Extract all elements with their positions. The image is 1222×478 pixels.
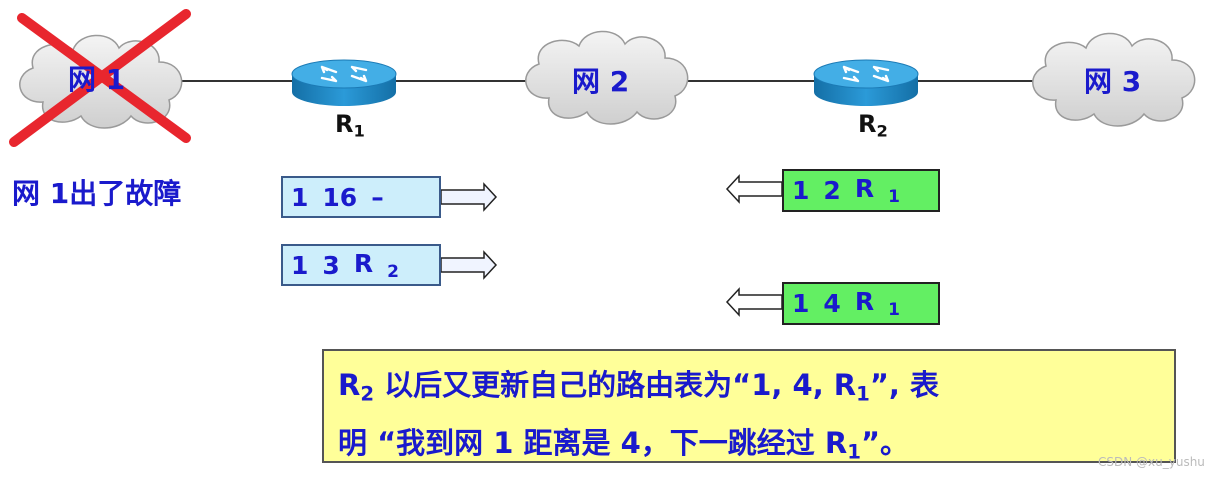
- router-r1-icon: [290, 58, 398, 108]
- left-arrow-icon: [725, 174, 783, 204]
- right-arrow-icon: [440, 250, 498, 280]
- note-line-2: 明 “我到网 1 距离是 4，下一跳经过 R1”。: [338, 425, 910, 464]
- fault-x-mark: [9, 9, 191, 147]
- note-line-1: R2 以后又更新自己的路由表为“1, 4, R1”, 表: [338, 368, 940, 406]
- network-1-label: 网 1: [68, 63, 126, 96]
- explanation-note: R2 以后又更新自己的路由表为“1, 4, R1”, 表 明 “我到网 1 距离…: [322, 349, 1176, 463]
- left-arrow-icon: [725, 287, 783, 317]
- fault-label: 网 1出了故障: [12, 177, 182, 210]
- network-2-label: 网 2: [572, 65, 630, 98]
- router-r1-label: R1: [335, 110, 365, 141]
- watermark: CSDN @xu_yushu: [1098, 455, 1205, 469]
- right-arrow-icon: [440, 182, 498, 212]
- router-r2-label: R2: [858, 110, 888, 141]
- network-3-label: 网 3: [1084, 65, 1142, 98]
- router-r2-icon: [812, 58, 920, 108]
